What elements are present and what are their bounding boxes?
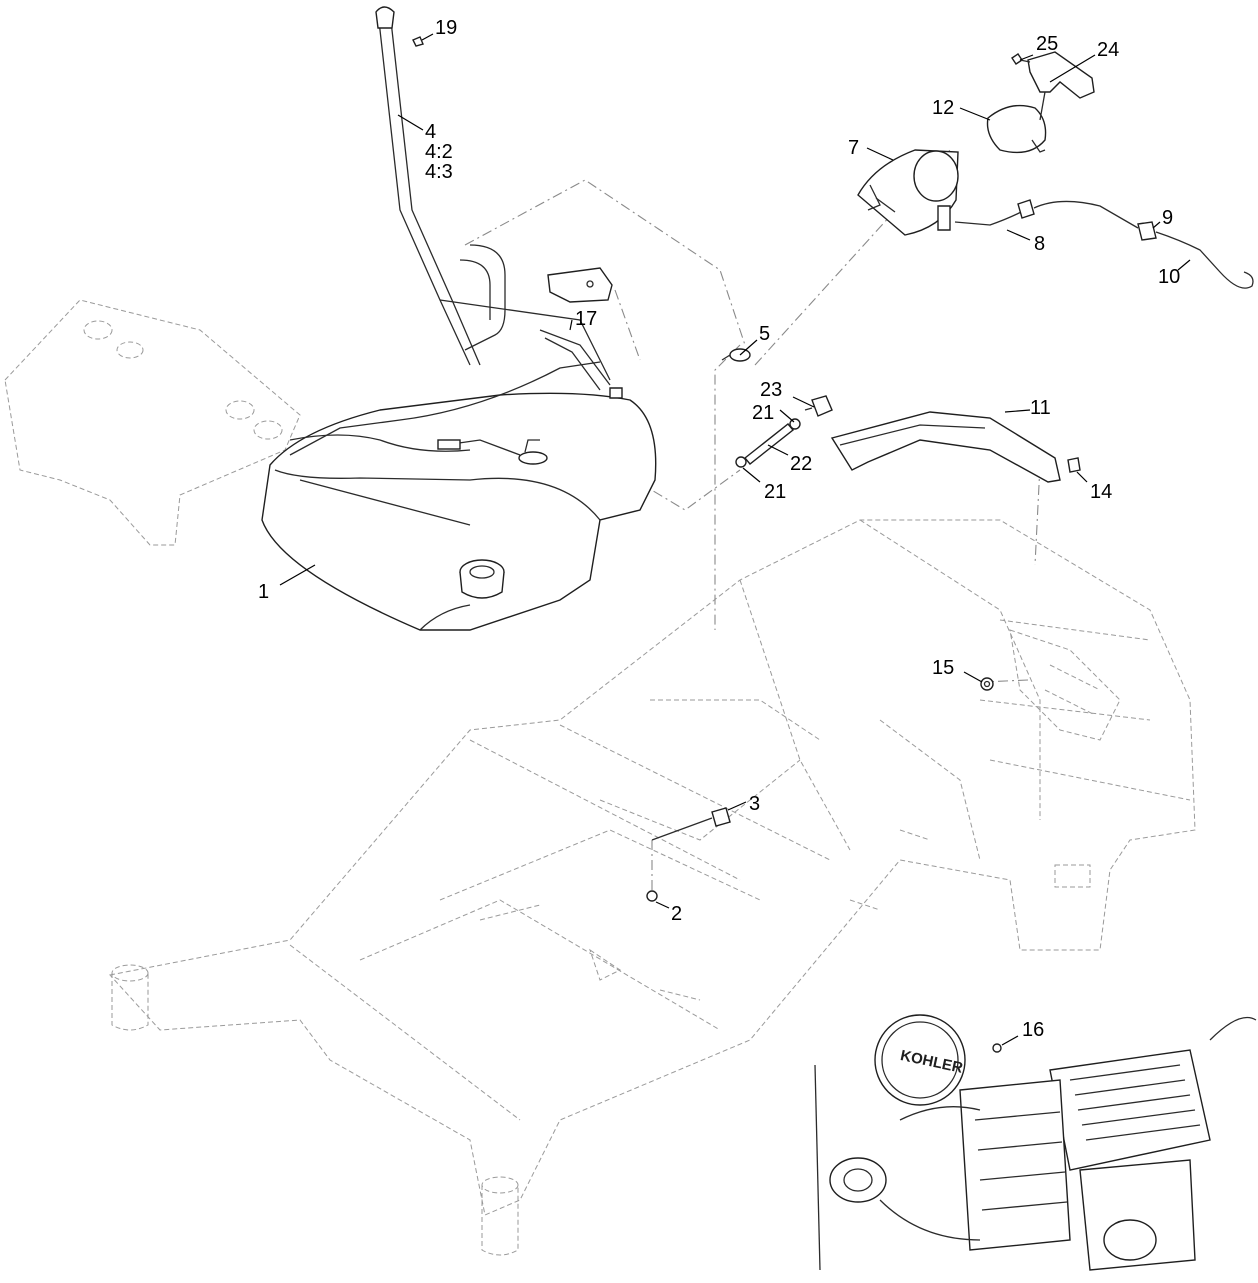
- callout-4-2: 4:2: [425, 141, 453, 163]
- fuel-fill-tube: [375, 6, 611, 381]
- callout-10: 10: [1158, 266, 1180, 288]
- chassis-frame-outline: [109, 519, 1196, 1256]
- callout-22: 22: [790, 453, 812, 475]
- callout-24: 24: [1097, 39, 1119, 61]
- seat-platform-outline: [4, 299, 301, 546]
- heat-shield-11: [830, 411, 1081, 483]
- fuel-line-bracket: [539, 267, 613, 391]
- callout-4: 4: [425, 121, 436, 143]
- callout-5: 5: [759, 323, 770, 345]
- callout-9: 9: [1162, 207, 1173, 229]
- callout-11: 11: [1030, 397, 1051, 419]
- callout-4-3: 4:3: [425, 161, 453, 183]
- callout-15: 15: [932, 657, 954, 679]
- callout-labels: 19 4 4:2 4:3 17 25 24 12 7 9 8 10 5 23 2…: [258, 17, 1180, 1041]
- callout-2: 2: [671, 903, 682, 925]
- clamp-5: [721, 348, 751, 362]
- callout-14: 14: [1090, 481, 1112, 503]
- charcoal-canister-assembly: [857, 51, 1095, 236]
- callout-3: 3: [749, 793, 760, 815]
- callout-1: 1: [258, 581, 269, 603]
- callout-17: 17: [575, 308, 597, 330]
- fuel-tank: [261, 361, 657, 631]
- callout-7: 7: [848, 137, 859, 159]
- callout-21-upper: 21: [752, 402, 774, 424]
- fasteners: [412, 36, 994, 902]
- callout-8: 8: [1034, 233, 1045, 255]
- callout-21-lower: 21: [764, 481, 786, 503]
- rollover-valve-23: [804, 395, 833, 417]
- callout-23: 23: [760, 379, 782, 401]
- engine-inset: [814, 1014, 1257, 1271]
- leader-lines: [279, 33, 1191, 1046]
- callout-12: 12: [932, 97, 954, 119]
- callout-16: 16: [1022, 1019, 1044, 1041]
- vent-hoses: [954, 199, 1254, 289]
- callout-19: 19: [435, 17, 457, 39]
- callout-25: 25: [1036, 33, 1058, 55]
